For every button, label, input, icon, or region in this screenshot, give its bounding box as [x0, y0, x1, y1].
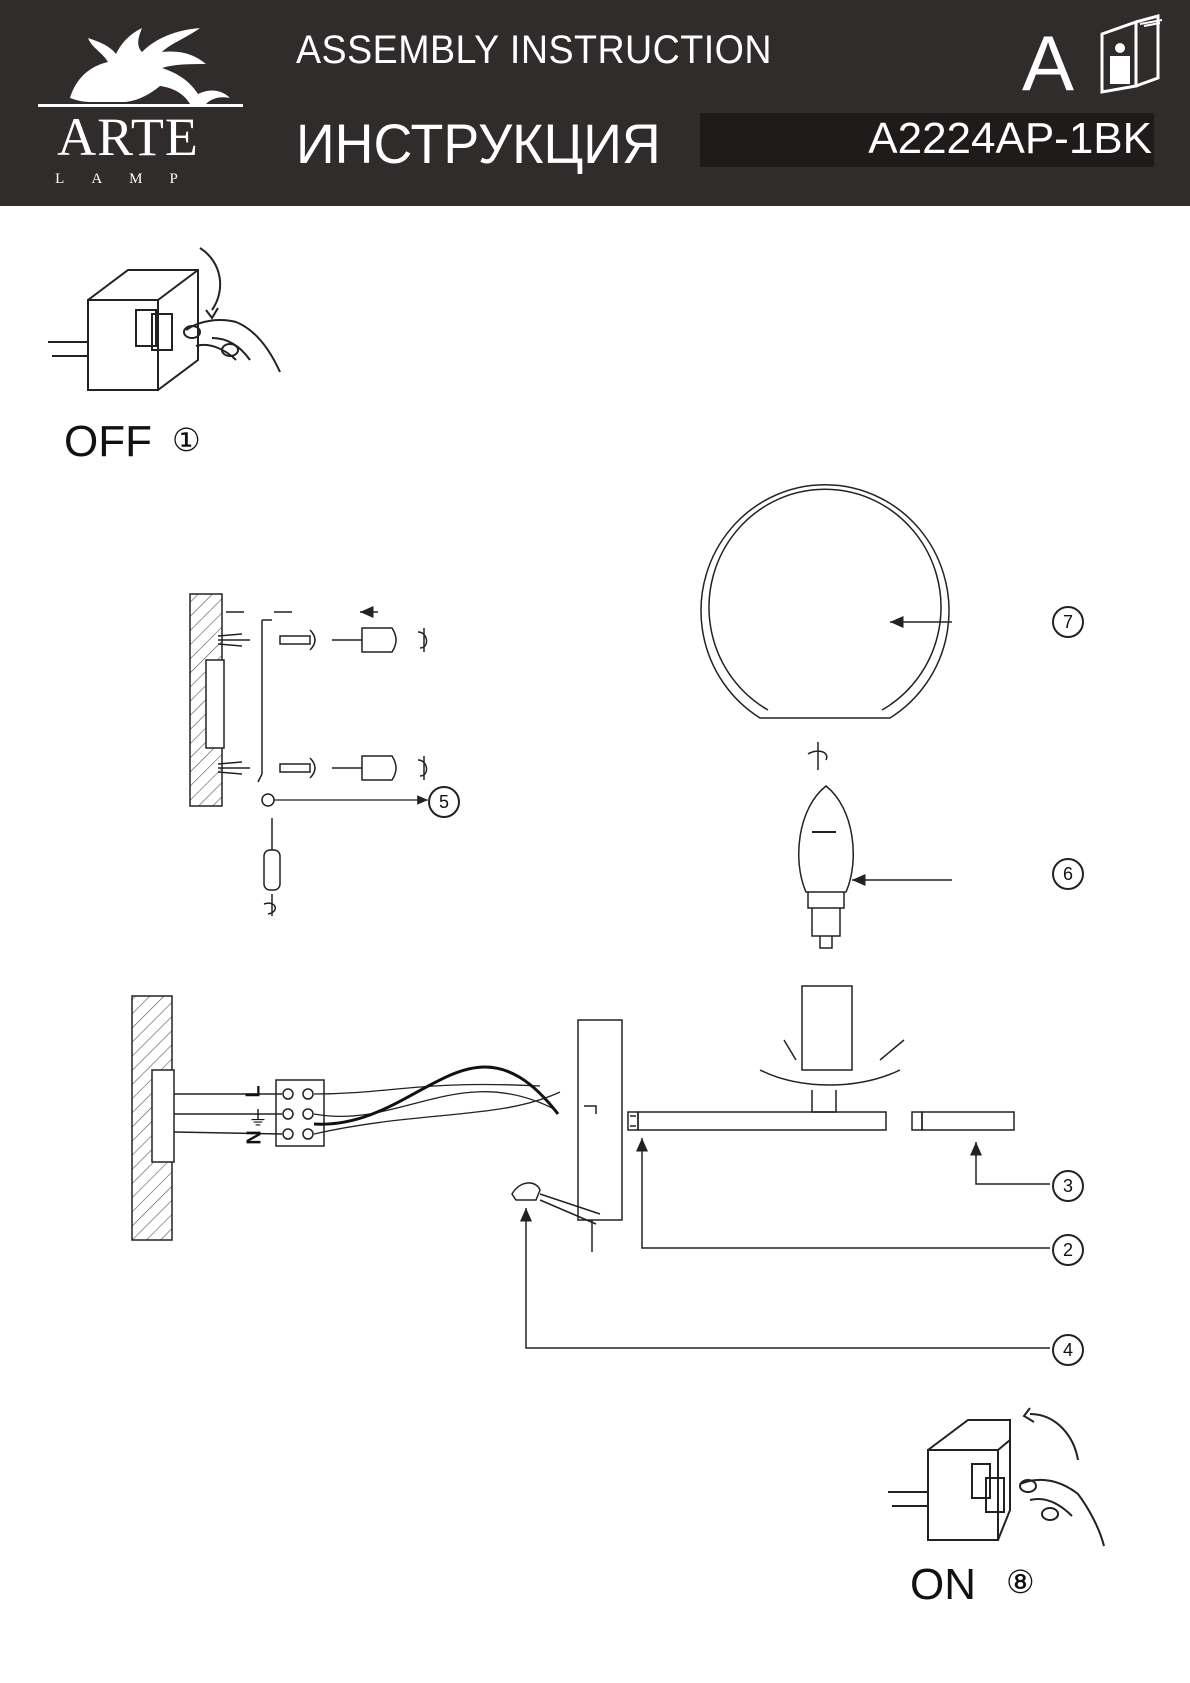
wiring-assembly-illustration — [131, 985, 1050, 1349]
step-on-number: ⑧ — [1006, 1563, 1035, 1601]
callout-4: 4 — [1052, 1334, 1084, 1366]
callout-7: 7 — [1052, 606, 1084, 638]
rotate-icon — [807, 742, 828, 770]
step-off-label: OFF — [64, 417, 152, 466]
candle-bulb-illustration — [797, 785, 952, 949]
step-off-number: ① — [172, 421, 201, 459]
info-book-icon — [1100, 14, 1163, 94]
switch-off-illustration — [48, 247, 281, 391]
griffin-logo-icon — [38, 28, 243, 107]
step-on-label: ON — [910, 1560, 976, 1609]
model-box: A2224AP-1BK — [700, 113, 1154, 167]
callout-5: 5 — [428, 786, 460, 818]
terminal-labels: L ⏚ N — [243, 1080, 272, 1150]
header-bar: ARTE LAMP ASSEMBLY INSTRUCTION ИНСТРУКЦИ… — [0, 0, 1190, 206]
glass-shade-illustration — [700, 483, 952, 719]
model-number: A2224AP-1BK — [868, 114, 1152, 163]
callout-6: 6 — [1052, 858, 1084, 890]
title-english: ASSEMBLY INSTRUCTION — [296, 28, 773, 72]
callout-3: 3 — [1052, 1170, 1084, 1202]
switch-on-illustration — [888, 1407, 1105, 1547]
bracket-mounting-illustration — [189, 593, 428, 916]
callout-2: 2 — [1052, 1234, 1084, 1266]
doc-version-letter: A — [1022, 19, 1075, 107]
terminal-label-n: N — [243, 1130, 266, 1145]
brand-name: ARTE — [57, 107, 199, 167]
title-russian: ИНСТРУКЦИЯ — [296, 112, 661, 175]
terminal-label-l: L — [242, 1085, 265, 1098]
terminal-label-earth: ⏚ — [248, 1106, 268, 1130]
brand-subtitle: LAMP — [55, 171, 205, 187]
